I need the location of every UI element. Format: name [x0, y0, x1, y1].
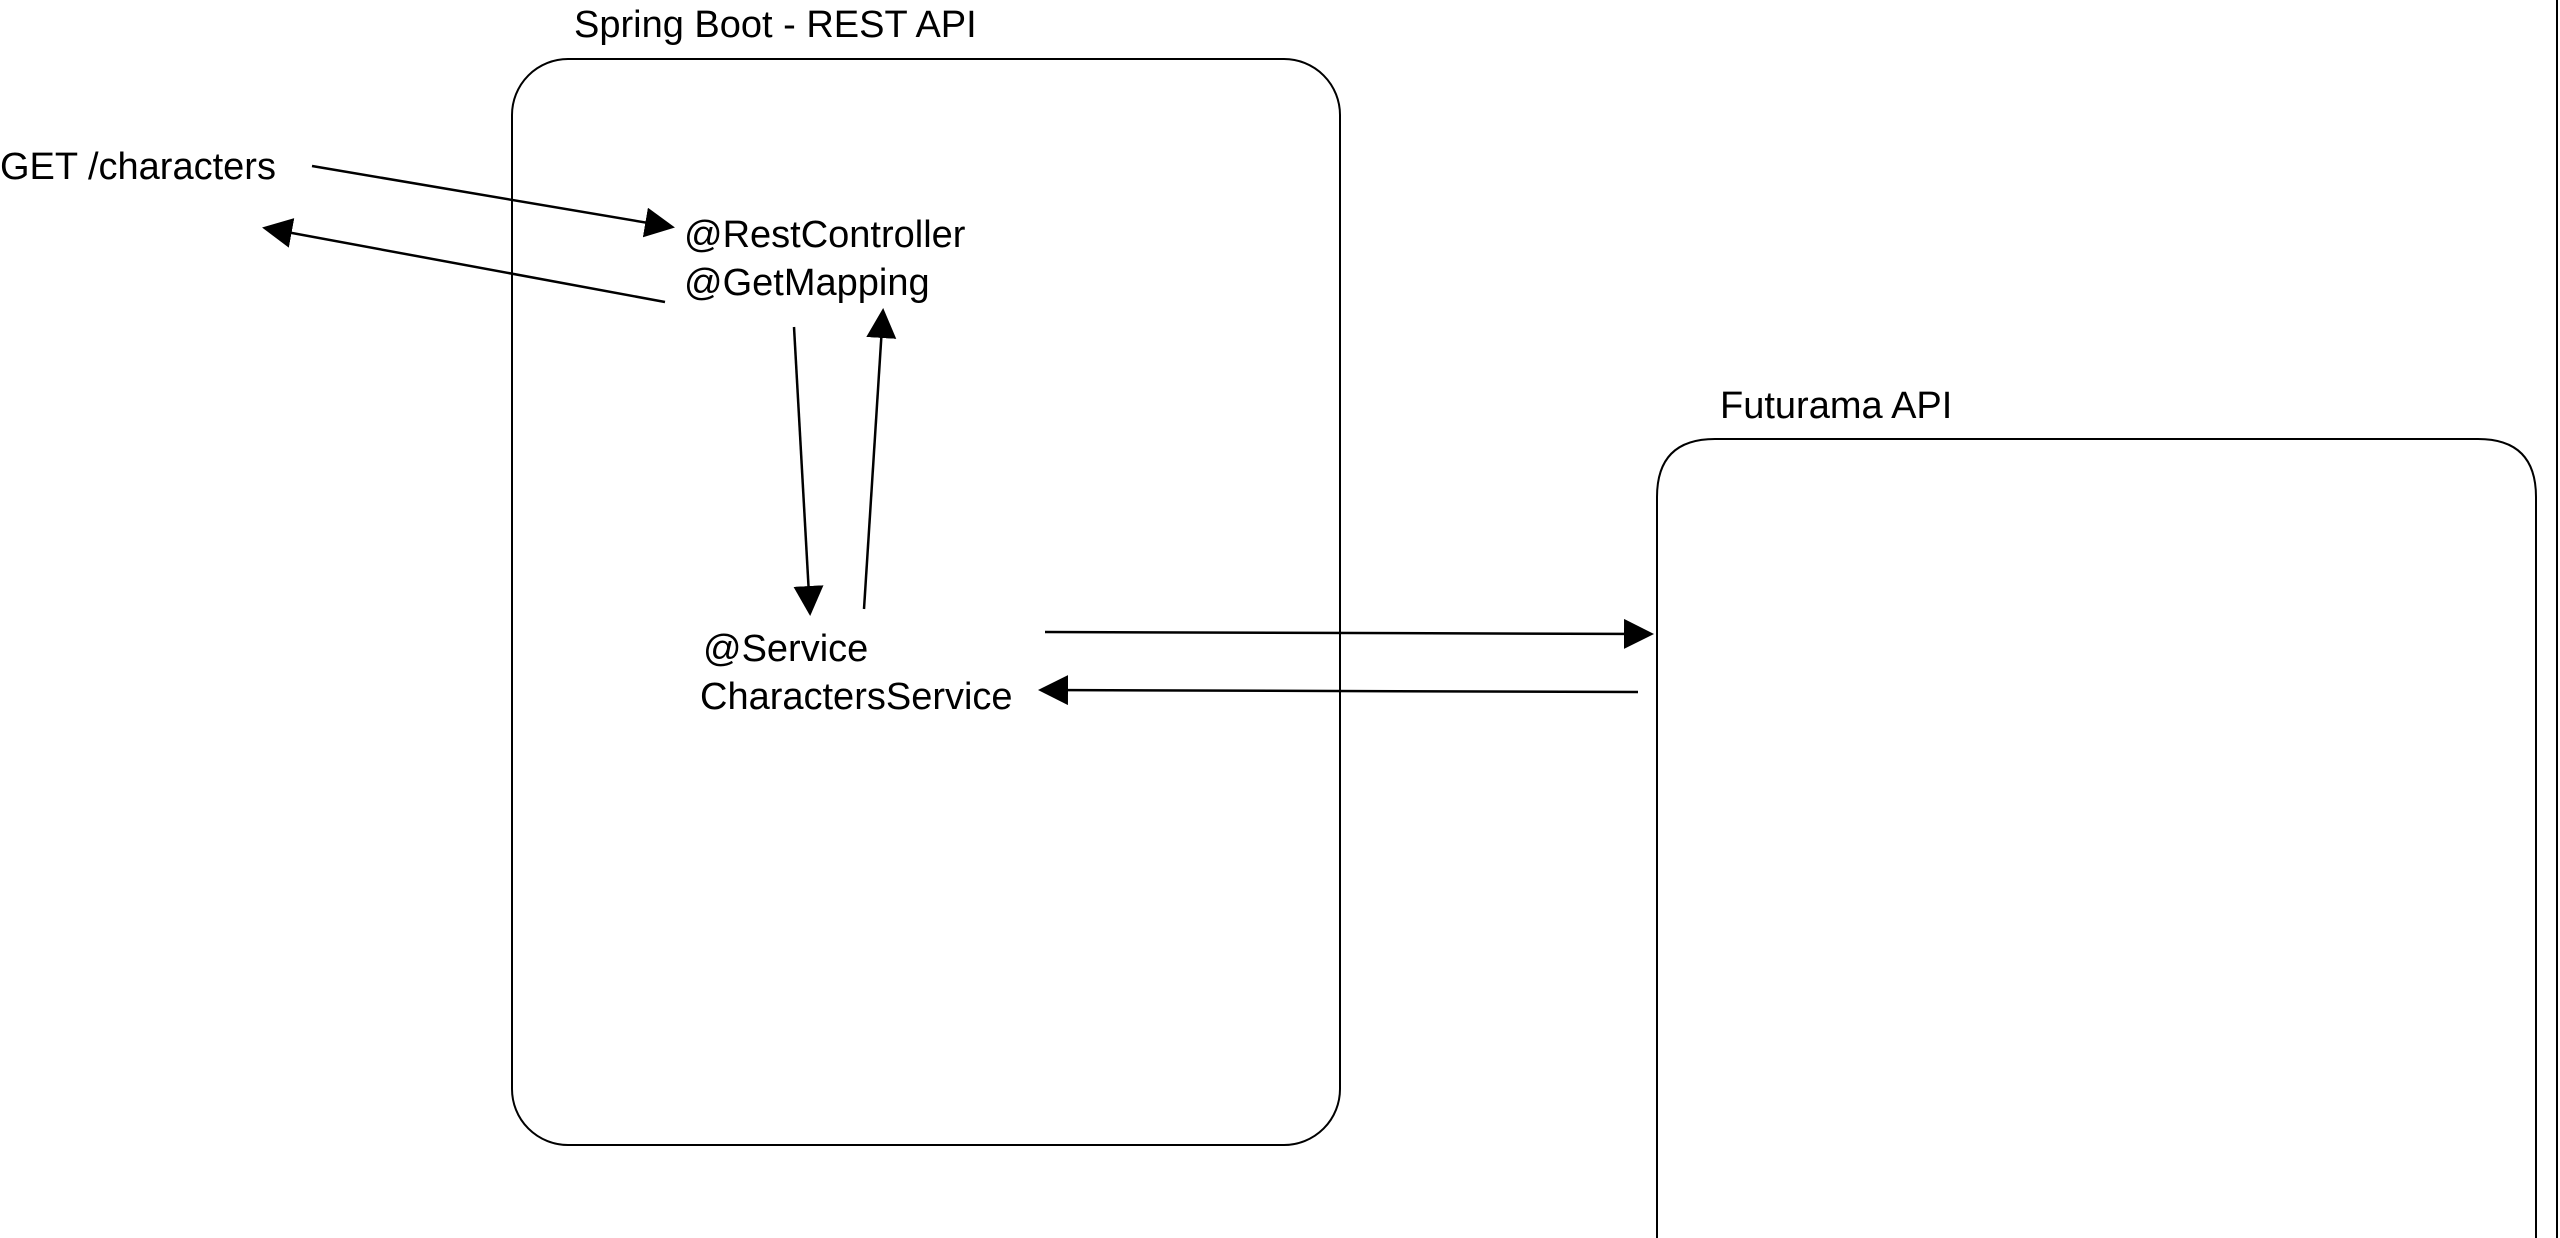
- controller-to-service-arrow: [792, 326, 824, 616]
- futurama-box-title: Futurama API: [1720, 385, 1952, 427]
- response-arrow: [262, 218, 666, 304]
- request-arrow: [311, 164, 675, 238]
- spring-boot-box: [511, 58, 1341, 1146]
- futurama-box: [1656, 438, 2537, 1238]
- service-to-controller-arrow: [862, 308, 897, 610]
- futurama-to-service-arrow: [1038, 675, 1639, 706]
- rest-controller-annotation: @RestController: [684, 214, 966, 256]
- request-label: GET /characters: [0, 146, 276, 188]
- service-annotation: @Service: [703, 628, 868, 670]
- characters-service-label: CharactersService: [700, 676, 1013, 718]
- get-mapping-annotation: @GetMapping: [684, 262, 930, 304]
- service-to-futurama-arrow: [1044, 618, 1654, 649]
- spring-boot-box-title: Spring Boot - REST API: [574, 4, 977, 46]
